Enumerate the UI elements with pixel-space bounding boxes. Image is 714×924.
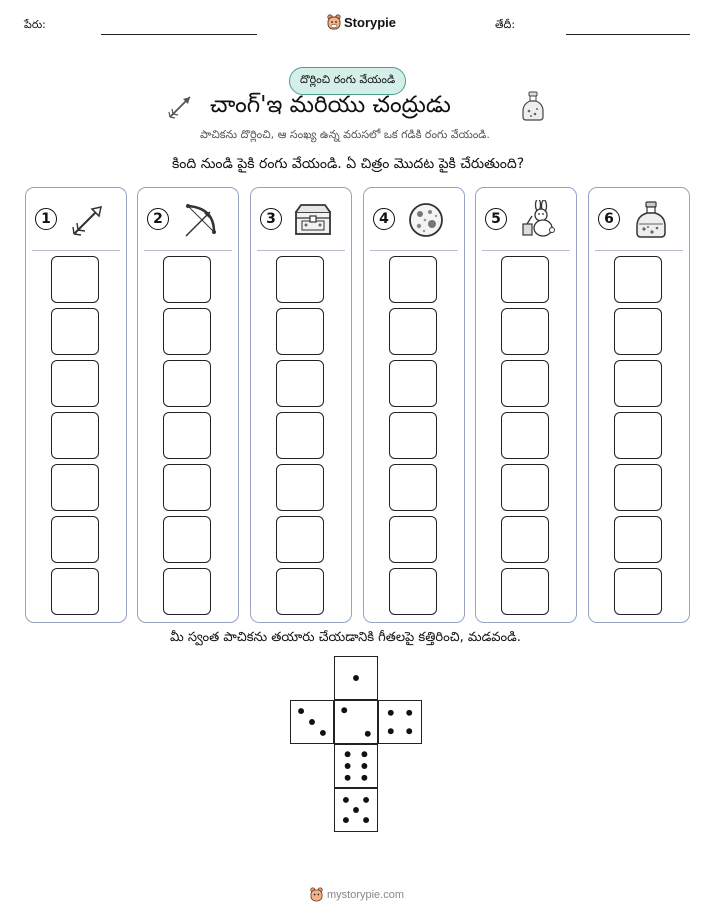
title-potion-icon	[522, 91, 544, 121]
die-face	[290, 700, 334, 744]
color-cell[interactable]	[163, 308, 211, 355]
color-cell[interactable]	[389, 568, 437, 615]
color-cell[interactable]	[389, 256, 437, 303]
column-2: 2	[137, 187, 239, 623]
column-divider	[144, 250, 232, 251]
date-line[interactable]	[566, 34, 690, 35]
color-cell[interactable]	[614, 360, 662, 407]
color-cell[interactable]	[501, 256, 549, 303]
name-line[interactable]	[101, 34, 257, 35]
color-cell[interactable]	[51, 360, 99, 407]
chest-icon	[293, 200, 333, 240]
color-cell[interactable]	[501, 360, 549, 407]
column-header: 4	[364, 188, 464, 250]
color-cell[interactable]	[276, 360, 324, 407]
color-cell[interactable]	[501, 568, 549, 615]
die-face	[334, 744, 378, 788]
die-face	[334, 700, 378, 744]
color-cell[interactable]	[389, 360, 437, 407]
rabbit-icon	[518, 198, 558, 240]
column-number: 4	[373, 208, 395, 230]
arrow-icon	[68, 200, 108, 240]
column-divider	[257, 250, 345, 251]
cut-instruction: మీ స్వంత పాచికను తయారు చేయడానికి గీతలపై …	[170, 630, 521, 645]
column-6: 6	[588, 187, 690, 623]
color-cell[interactable]	[614, 568, 662, 615]
color-cell[interactable]	[389, 308, 437, 355]
color-cell[interactable]	[276, 516, 324, 563]
moon-icon	[406, 200, 446, 240]
column-number: 6	[598, 208, 620, 230]
name-label: పేరు:	[24, 18, 46, 31]
column-header: 1	[26, 188, 126, 250]
color-cell[interactable]	[501, 516, 549, 563]
bow-icon	[180, 200, 220, 240]
column-divider	[482, 250, 570, 251]
color-cell[interactable]	[163, 568, 211, 615]
color-cell[interactable]	[51, 516, 99, 563]
column-5: 5	[475, 187, 577, 623]
column-number: 5	[485, 208, 507, 230]
color-cell[interactable]	[163, 516, 211, 563]
color-cell[interactable]	[51, 464, 99, 511]
storypie-mascot-icon	[327, 14, 341, 30]
footer-mascot-icon	[310, 887, 323, 902]
color-cell[interactable]	[163, 360, 211, 407]
color-cell[interactable]	[51, 256, 99, 303]
color-cell[interactable]	[276, 256, 324, 303]
column-number: 1	[35, 208, 57, 230]
color-cell[interactable]	[614, 516, 662, 563]
coloring-instruction: కింది నుండి పైకి రంగు వేయండి. ఏ చిత్రం మ…	[172, 156, 525, 172]
page-subtitle: పాచికను దొర్లించి, ఆ సంఖ్య ఉన్న వరుసలో ఒ…	[200, 128, 490, 141]
color-cell[interactable]	[614, 464, 662, 511]
brand-name: Storypie	[344, 14, 397, 30]
color-cell[interactable]	[276, 568, 324, 615]
column-number: 3	[260, 208, 282, 230]
color-cell[interactable]	[51, 412, 99, 459]
color-cell[interactable]	[389, 516, 437, 563]
footer: mystorypie.com	[310, 887, 404, 902]
column-4: 4	[363, 187, 465, 623]
column-3: 3	[250, 187, 352, 623]
activity-badge: దొర్లించి రంగు వేయండి	[289, 67, 407, 95]
color-cell[interactable]	[614, 256, 662, 303]
potion-bottle-icon	[631, 200, 671, 240]
date-label: తేదీ:	[495, 18, 516, 31]
die-face	[334, 656, 378, 700]
color-cell[interactable]	[501, 464, 549, 511]
column-divider	[370, 250, 458, 251]
color-cell[interactable]	[163, 256, 211, 303]
die-face	[334, 788, 378, 832]
color-cell[interactable]	[276, 464, 324, 511]
color-cell[interactable]	[389, 464, 437, 511]
column-header: 2	[138, 188, 238, 250]
column-number: 2	[147, 208, 169, 230]
column-header: 6	[589, 188, 689, 250]
column-header: 3	[251, 188, 351, 250]
color-cell[interactable]	[614, 308, 662, 355]
column-header: 5	[476, 188, 576, 250]
die-face	[378, 700, 422, 744]
column-1: 1	[25, 187, 127, 623]
color-cell[interactable]	[389, 412, 437, 459]
color-cell[interactable]	[276, 308, 324, 355]
color-cell[interactable]	[51, 568, 99, 615]
page-title: చాంగ్'ఇ మరియు చంద్రుడు	[210, 92, 451, 118]
brand-logo: Storypie	[327, 14, 396, 30]
color-cell[interactable]	[163, 464, 211, 511]
title-arrow-icon	[168, 96, 191, 119]
color-cell[interactable]	[501, 412, 549, 459]
color-cell[interactable]	[501, 308, 549, 355]
column-divider	[32, 250, 120, 251]
footer-url[interactable]: mystorypie.com	[327, 888, 405, 901]
column-divider	[595, 250, 683, 251]
color-cell[interactable]	[163, 412, 211, 459]
color-cell[interactable]	[276, 412, 324, 459]
color-cell[interactable]	[614, 412, 662, 459]
color-cell[interactable]	[51, 308, 99, 355]
